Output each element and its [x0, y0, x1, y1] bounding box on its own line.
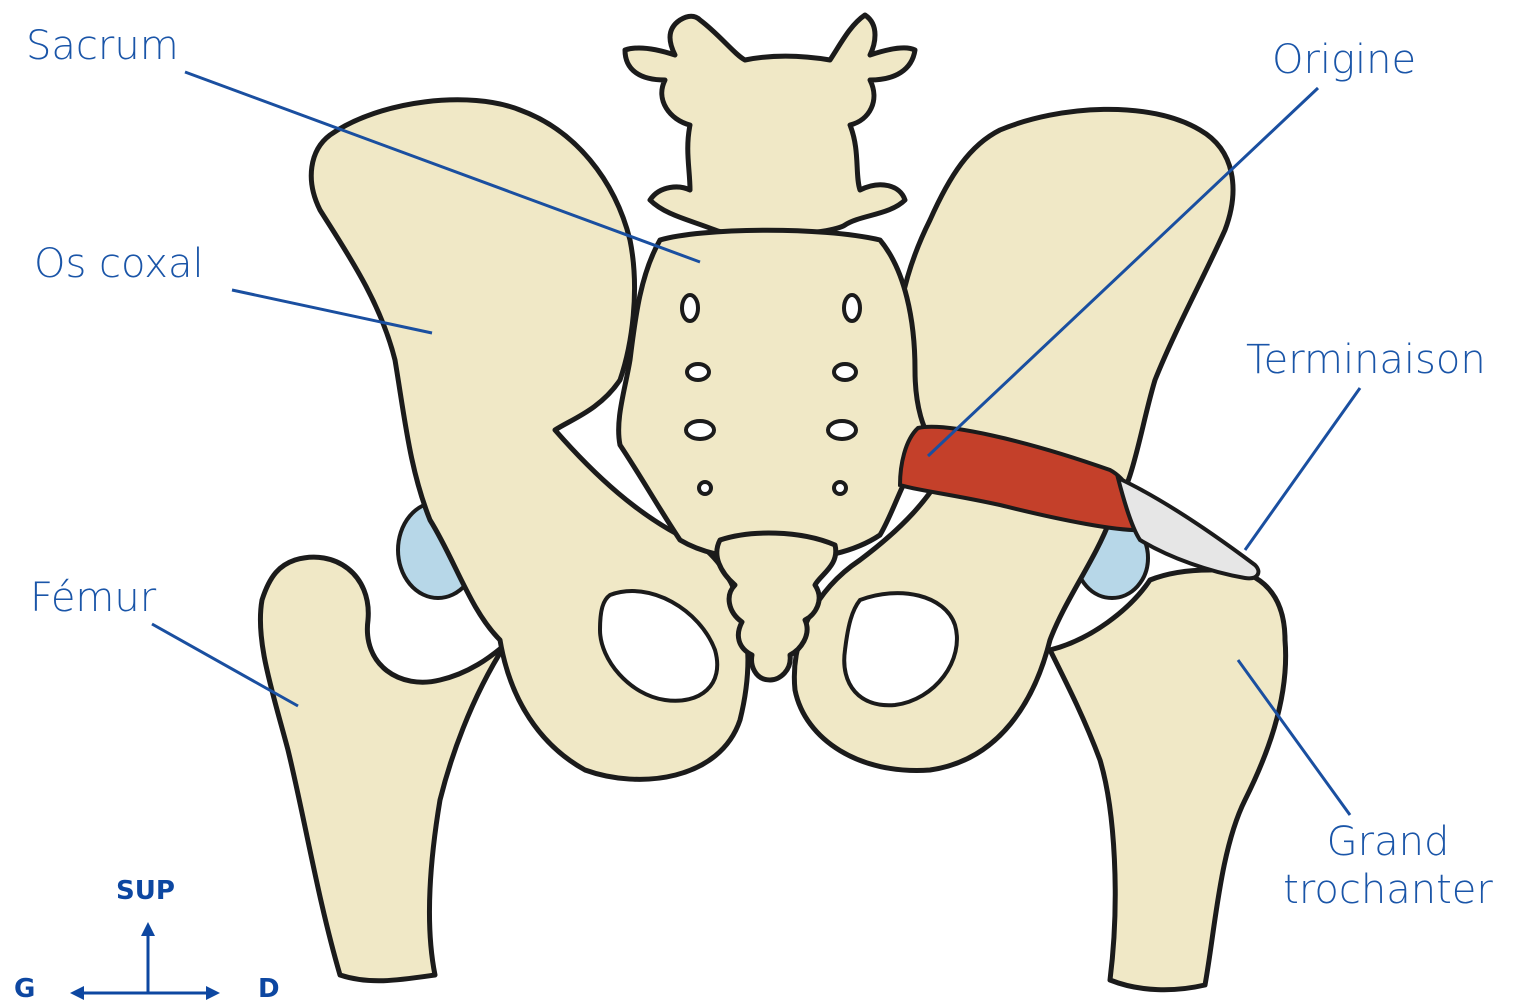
compass-up-arrowhead	[141, 922, 155, 936]
left-femur-shape	[260, 557, 505, 981]
label-origine: Origine	[1272, 36, 1416, 84]
orientation-left-label: G	[14, 974, 35, 1004]
orientation-right-label: D	[258, 974, 280, 1004]
label-os-coxal: Os coxal	[34, 240, 204, 288]
label-terminaison: Terminaison	[1246, 336, 1486, 384]
orientation-compass	[70, 922, 220, 1000]
label-grand-trochanter-line2: trochanter	[1268, 866, 1508, 914]
sacrum-shape	[619, 230, 930, 560]
lumbar-vertebra-shape	[625, 15, 915, 235]
leader-line-terminaison	[1245, 388, 1360, 550]
compass-right-arrowhead	[206, 986, 220, 1000]
label-grand-trochanter: Grand trochanter	[1268, 818, 1508, 914]
label-femur: Fémur	[30, 574, 156, 622]
right-femur-shape	[1050, 569, 1286, 989]
label-sacrum: Sacrum	[26, 22, 179, 70]
orientation-superior-label: SUP	[116, 876, 175, 906]
compass-left-arrowhead	[70, 986, 84, 1000]
label-grand-trochanter-line1: Grand	[1268, 818, 1508, 866]
